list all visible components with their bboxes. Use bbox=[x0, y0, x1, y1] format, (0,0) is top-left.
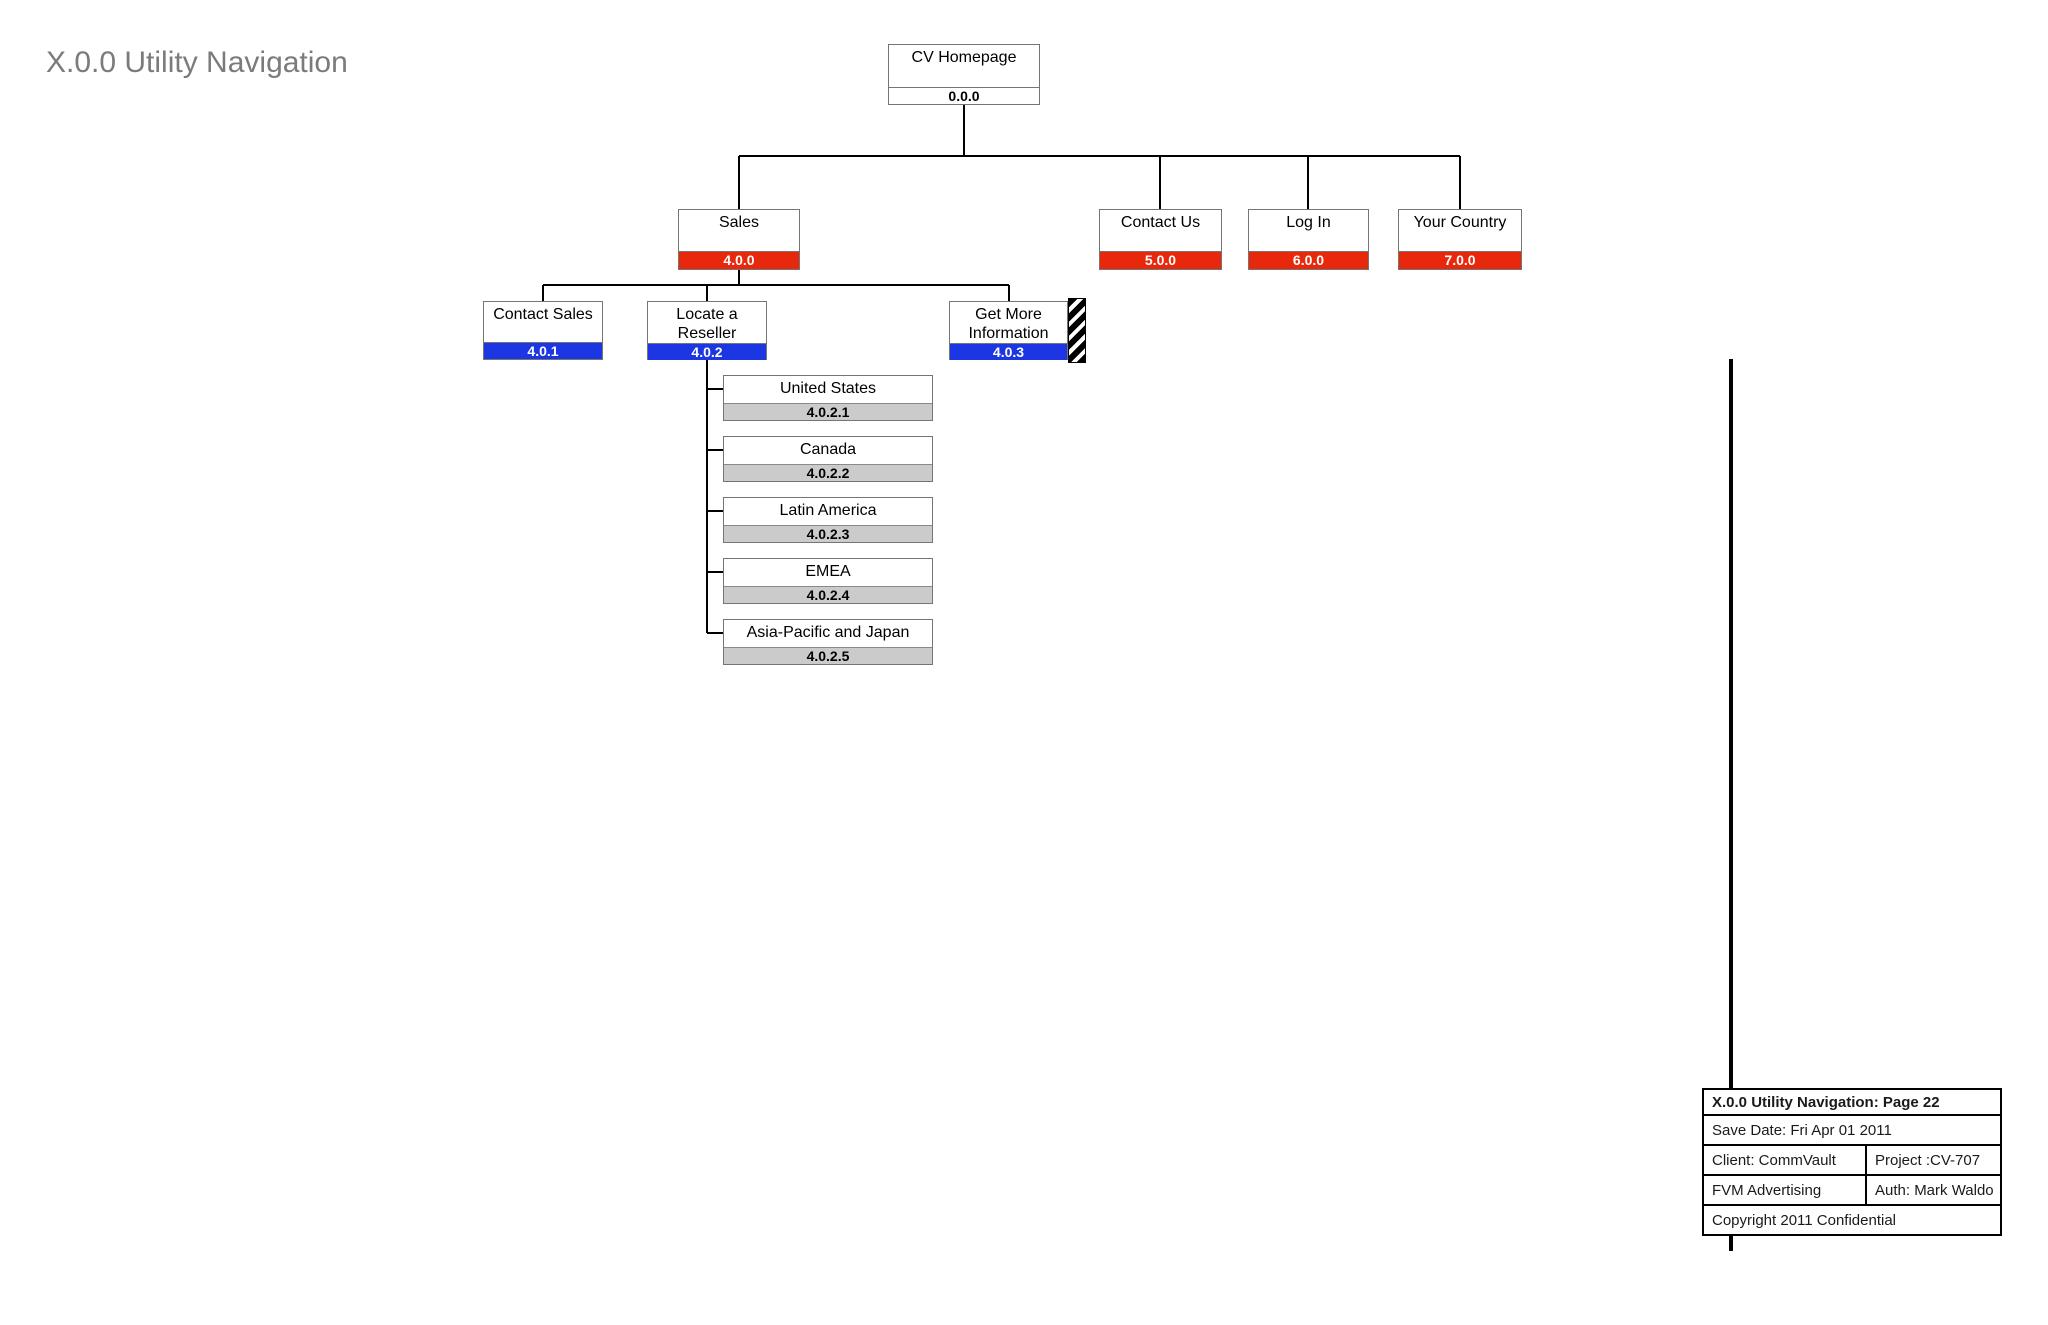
node-label: Latin America bbox=[779, 502, 877, 519]
node-code: 4.0.3 bbox=[950, 343, 1067, 360]
node-label: Log In bbox=[1286, 214, 1331, 231]
node-asia-pacific-and-japan: Asia-Pacific and Japan 4.0.2.5 bbox=[723, 619, 933, 665]
node-emea: EMEA 4.0.2.4 bbox=[723, 558, 933, 604]
node-code: 6.0.0 bbox=[1249, 251, 1368, 269]
node-code: 4.0.1 bbox=[484, 342, 602, 359]
node-label: Asia-Pacific and Japan bbox=[746, 624, 910, 641]
info-table-client: Client: CommVault bbox=[1704, 1146, 1867, 1174]
node-united-states: United States 4.0.2.1 bbox=[723, 375, 933, 421]
node-code: 4.0.2.3 bbox=[724, 525, 932, 542]
node-label: Contact Sales bbox=[493, 306, 593, 323]
node-code: 4.0.2.2 bbox=[724, 464, 932, 481]
node-get-more-information: Get More Information 4.0.3 bbox=[949, 301, 1068, 360]
node-label: United States bbox=[779, 380, 877, 397]
info-table-save-date: Save Date: Fri Apr 01 2011 bbox=[1704, 1116, 2000, 1146]
node-label: Canada bbox=[799, 441, 857, 458]
node-label: Get More Information bbox=[968, 306, 1049, 342]
node-your-country: Your Country 7.0.0 bbox=[1398, 209, 1522, 270]
node-log-in: Log In 6.0.0 bbox=[1248, 209, 1369, 270]
info-table-copyright: Copyright 2011 Confidential bbox=[1712, 1211, 1897, 1229]
node-label: EMEA bbox=[805, 563, 851, 580]
node-label: Your Country bbox=[1413, 214, 1507, 231]
info-table-client-project-row: Client: CommVault Project :CV-707 bbox=[1704, 1146, 2000, 1176]
info-table-author: Auth: Mark Waldo bbox=[1875, 1181, 1994, 1199]
node-code: 0.0.0 bbox=[889, 87, 1039, 104]
node-code: 5.0.0 bbox=[1100, 251, 1221, 269]
node-code: 4.0.2.5 bbox=[724, 647, 932, 664]
node-cv-homepage: CV Homepage 0.0.0 bbox=[888, 44, 1040, 105]
info-table-project: Project :CV-707 bbox=[1875, 1151, 1981, 1169]
node-code: 4.0.2.1 bbox=[724, 403, 932, 420]
info-table-agency-author-row: FVM Advertising Auth: Mark Waldo bbox=[1704, 1176, 2000, 1206]
info-table-agency: FVM Advertising bbox=[1704, 1176, 1867, 1204]
node-sales: Sales 4.0.0 bbox=[678, 209, 800, 270]
node-code: 7.0.0 bbox=[1399, 251, 1521, 269]
node-contact-sales: Contact Sales 4.0.1 bbox=[483, 301, 603, 360]
node-label: Locate a Reseller bbox=[676, 306, 738, 342]
info-table-title: X.0.0 Utility Navigation: Page 22 bbox=[1704, 1090, 2000, 1116]
info-table: X.0.0 Utility Navigation: Page 22 Save D… bbox=[1702, 1088, 2002, 1236]
node-label: Contact Us bbox=[1120, 214, 1201, 231]
node-code: 4.0.0 bbox=[679, 251, 799, 269]
node-code: 4.0.2.4 bbox=[724, 586, 932, 603]
node-label: Sales bbox=[718, 214, 760, 231]
page-title: X.0.0 Utility Navigation bbox=[46, 46, 348, 79]
node-latin-america: Latin America 4.0.2.3 bbox=[723, 497, 933, 543]
page-continuation-marker bbox=[1068, 298, 1086, 363]
node-canada: Canada 4.0.2.2 bbox=[723, 436, 933, 482]
node-locate-a-reseller: Locate a Reseller 4.0.2 bbox=[647, 301, 767, 360]
node-label: CV Homepage bbox=[911, 49, 1017, 66]
node-code: 4.0.2 bbox=[648, 343, 766, 360]
node-contact-us: Contact Us 5.0.0 bbox=[1099, 209, 1222, 270]
